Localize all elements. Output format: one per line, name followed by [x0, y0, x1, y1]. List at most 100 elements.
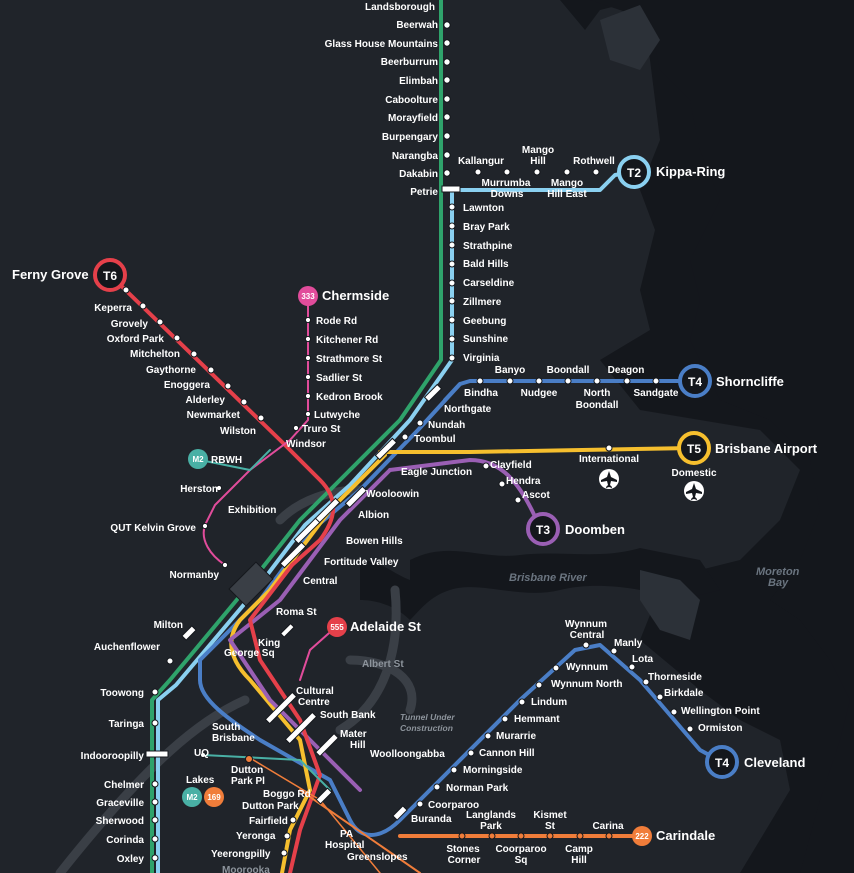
chermside-badge-text: 333: [301, 292, 315, 301]
rbwh-badge[interactable]: M2: [188, 449, 208, 469]
station-label: Bindha: [464, 388, 498, 399]
station-label: Wilston: [220, 426, 256, 437]
station-label: Banyo: [495, 365, 526, 376]
interchange-marker: [293, 517, 321, 545]
interchange-marker: [423, 383, 443, 403]
carindale-badge[interactable]: 222: [632, 826, 652, 846]
t4-shorncliffe-badge[interactable]: T4: [678, 364, 712, 398]
station-label: Fairfield: [249, 816, 288, 827]
interchange-marker: [181, 625, 197, 641]
station-label: King: [258, 638, 280, 649]
t6-badge[interactable]: T6: [93, 258, 127, 292]
station-label: Exhibition: [228, 505, 276, 516]
t4-north-badge-text: T4: [688, 375, 702, 389]
interchange-marker: [228, 561, 274, 607]
station-label: Deagon: [608, 365, 645, 376]
rbwh-badge-text: M2: [192, 455, 204, 464]
station-label: Buranda: [411, 814, 452, 825]
station-label: Hill: [571, 855, 587, 866]
station-label: Northgate: [444, 404, 492, 415]
uq-m2-badge-text: M2: [186, 793, 198, 802]
station-label: Lawnton: [463, 203, 504, 214]
station-label: Cultural: [296, 686, 334, 697]
cleveland-label: Cleveland: [744, 755, 805, 770]
terminus-badges: T2 T6 T4 T5 T3 T4 333 555: [93, 155, 739, 846]
station-label: Gaythorne: [146, 365, 196, 376]
station-label: PA: [340, 829, 353, 840]
station-label: Wynnum North: [551, 679, 622, 690]
station-label: International: [579, 454, 639, 465]
station-label: Keperra: [94, 303, 132, 314]
station-label: Windsor: [286, 439, 326, 450]
station-label: Enoggera: [164, 380, 211, 391]
station-label: Thorneside: [648, 672, 702, 683]
station-label: Kitchener Rd: [316, 335, 378, 346]
station-dots: [122, 21, 694, 862]
uq-169-badge-text: 169: [207, 793, 221, 802]
station-label: Herston: [180, 484, 218, 495]
t4-cleveland-badge[interactable]: T4: [705, 745, 739, 779]
station-label: Woolloongabba: [370, 749, 445, 760]
station-label: Ascot: [522, 490, 550, 501]
station-label: Kismet: [533, 810, 567, 821]
ferny-grove-label: Ferny Grove: [12, 267, 89, 282]
carindale-badge-text: 222: [635, 832, 649, 841]
t6-badge-text: T6: [103, 269, 117, 283]
station-label: Bowen Hills: [346, 536, 403, 547]
station-label: Sandgate: [633, 388, 678, 399]
station-label: Rothwell: [573, 156, 615, 167]
station-label: Manly: [614, 638, 643, 649]
kippa-ring-label: Kippa-Ring: [656, 164, 725, 179]
station-label: Langlands: [466, 810, 516, 821]
station-label: Beerwah: [396, 20, 438, 31]
station-label: Indooroopilly: [81, 751, 145, 762]
station-label: Elimbah: [399, 76, 438, 87]
chermside-badge[interactable]: 333: [298, 286, 318, 306]
uq-badges[interactable]: M2 169: [182, 787, 224, 807]
station-label: Hill East: [547, 189, 587, 200]
station-label: Nudgee: [521, 388, 558, 399]
station-label: Hill: [350, 740, 366, 751]
station-label: Mango: [551, 178, 583, 189]
interchange-marker: [145, 750, 169, 758]
station-label: South: [212, 722, 240, 733]
station-label: Burpengary: [382, 132, 439, 143]
carindale-label: Carindale: [656, 828, 715, 843]
station-label: UQ: [194, 748, 209, 759]
t2-badge[interactable]: T2: [617, 155, 651, 189]
interchange-marker: [315, 787, 333, 805]
station-label: Bray Park: [463, 222, 510, 233]
station-label: Domestic: [671, 468, 716, 479]
station-label: Hendra: [506, 476, 541, 487]
station-label: Virginia: [463, 353, 500, 364]
station-label: Sadlier St: [316, 373, 363, 384]
interchange-marker: [279, 541, 307, 569]
adelaide-badge[interactable]: 555: [327, 617, 347, 637]
doomben-label: Doomben: [565, 522, 625, 537]
bay-label-2: Bay: [768, 577, 789, 589]
station-label: Landsborough: [365, 2, 435, 13]
interchange-marker: [374, 437, 398, 461]
station-label: Zillmere: [463, 297, 502, 308]
station-label: Cannon Hill: [479, 748, 535, 759]
station-label: Morningside: [463, 765, 523, 776]
station-label: Coorparoo: [428, 800, 479, 811]
station-label: Normanby: [170, 570, 220, 581]
terminus-labels: Kippa-Ring Ferny Grove Shorncliffe Brisb…: [12, 164, 818, 843]
interchange-marker: [284, 711, 318, 745]
station-label: Toowong: [100, 688, 144, 699]
station-label: Oxley: [117, 854, 145, 865]
station-label: Hemmant: [514, 714, 560, 725]
t3-badge[interactable]: T3: [526, 512, 560, 546]
river-label: Brisbane River: [509, 572, 587, 584]
station-label: Glass House Mountains: [325, 39, 439, 50]
station-label: Auchenflower: [94, 642, 160, 653]
station-label: Strathmore St: [316, 354, 383, 365]
station-label: Caboolture: [385, 95, 438, 106]
station-label: Rode Rd: [316, 316, 357, 327]
chermside-label: Chermside: [322, 288, 389, 303]
t5-badge[interactable]: T5: [677, 431, 711, 465]
station-label: Nundah: [428, 420, 465, 431]
station-label: Yeronga: [236, 831, 276, 842]
station-label: Corinda: [106, 835, 144, 846]
